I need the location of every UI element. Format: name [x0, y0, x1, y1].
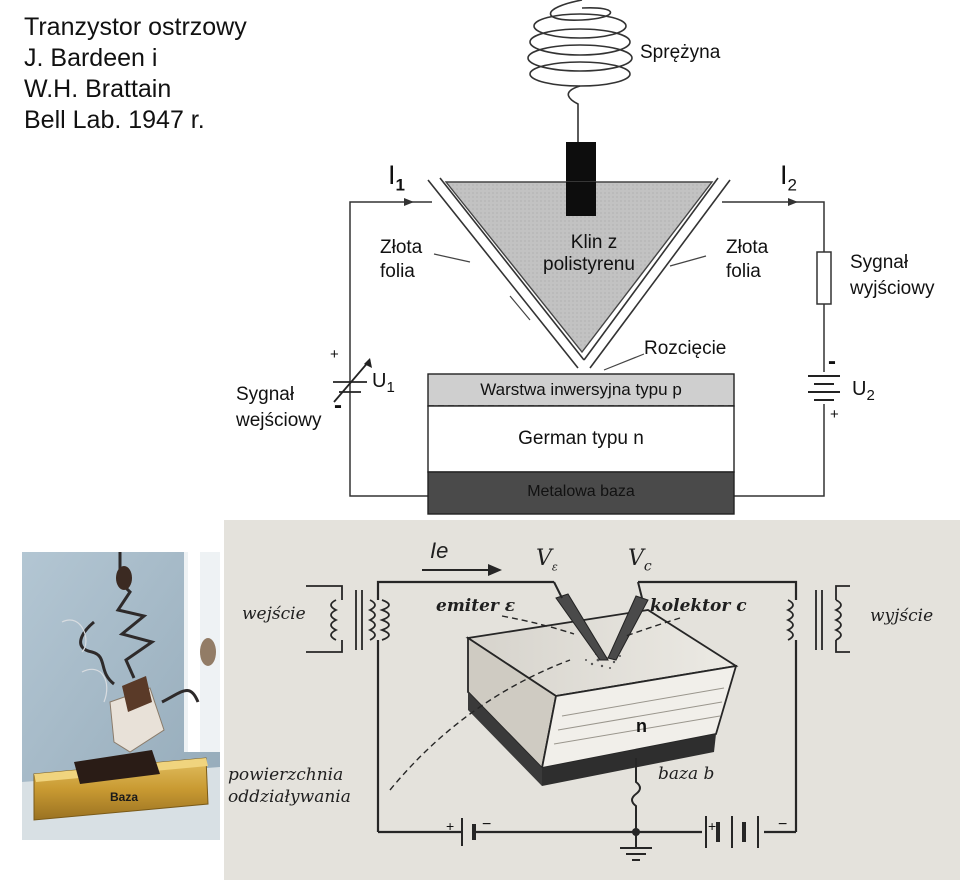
spring-coil: [527, 0, 633, 142]
current-i2-label: I2: [780, 160, 797, 195]
transistor-photo: Baza: [22, 552, 220, 840]
title-block: Tranzystor ostrzowy J. Bardeen i W.H. Br…: [24, 12, 247, 136]
emitter-battery-minus: −: [482, 816, 492, 833]
inversion-layer: [427, 373, 735, 407]
base-b-label: baza b: [658, 764, 715, 784]
collector-label: kolektor c: [650, 596, 747, 616]
current-arrow-in: [404, 198, 414, 206]
output-signal-label: Sygnał wyjściowy: [850, 252, 935, 299]
scanned-diagram-drawing: [306, 564, 850, 861]
title-line-2: J. Bardeen i: [24, 44, 158, 72]
transistor-photo-drawing: [22, 552, 220, 840]
current-arrow-out: [788, 198, 798, 206]
title-line-1: Tranzystor ostrzowy: [24, 13, 247, 41]
label-pointers: [433, 253, 707, 371]
input-signal-label: Sygnał wejściowy: [236, 384, 322, 431]
inversion-layer-label: Warstwa inwersyjna typu p: [480, 380, 682, 399]
spring-label: Sprężyna: [640, 42, 721, 63]
point-contact-schematic: [333, 0, 840, 515]
variable-source-u1: [333, 358, 372, 403]
output-label: wyjście: [870, 606, 934, 626]
metal-base-label: Metalowa baza: [527, 483, 635, 500]
gold-foil-right-label: Złota folia: [726, 237, 769, 282]
u1-plus-sign: +: [330, 346, 339, 363]
n-type-label: n: [636, 716, 647, 736]
wedge-label: Klin z polistyrenu: [543, 232, 635, 275]
collector-battery-minus: −: [778, 816, 788, 833]
battery-u2: [808, 375, 840, 401]
circuit-wires: [349, 201, 825, 497]
collector-battery-plus: +: [708, 818, 717, 834]
input-label: wejście: [242, 604, 306, 624]
emitter-battery-plus: +: [446, 818, 455, 834]
output-resistor: [816, 251, 832, 305]
current-i1-label: I1: [388, 160, 405, 195]
cut-label: Rozcięcie: [644, 338, 727, 359]
title-line-3: W.H. Brattain: [24, 75, 172, 103]
title-line-4: Bell Lab. 1947 r.: [24, 106, 205, 134]
u2-minus-sign: -: [828, 348, 836, 375]
u2-plus-sign: +: [830, 406, 839, 423]
gold-foil-left-label: Złota folia: [380, 237, 423, 282]
u1-minus-sign: -: [334, 392, 342, 419]
u1-label: U1: [372, 370, 395, 396]
scanned-diagram-panel: Ie Vε Vc wejście wyjście emiter ε kolekt…: [224, 520, 960, 880]
gold-foil-left: [427, 177, 585, 369]
gold-foil-right: [583, 177, 731, 369]
collector-voltage-label: Vc: [628, 546, 652, 575]
germanium-n-layer: [427, 405, 735, 473]
metal-base-layer: [427, 471, 735, 515]
u2-label: U2: [852, 378, 875, 404]
photo-base-label: Baza: [110, 790, 139, 804]
current-ie-label: Ie: [430, 538, 449, 563]
emitter-label: emiter ε: [436, 596, 516, 616]
germanium-layer-label: German typu n: [518, 428, 644, 449]
emitter-voltage-label: Vε: [536, 546, 558, 574]
interaction-surface-label: powierzchnia oddziaływania: [228, 765, 351, 807]
